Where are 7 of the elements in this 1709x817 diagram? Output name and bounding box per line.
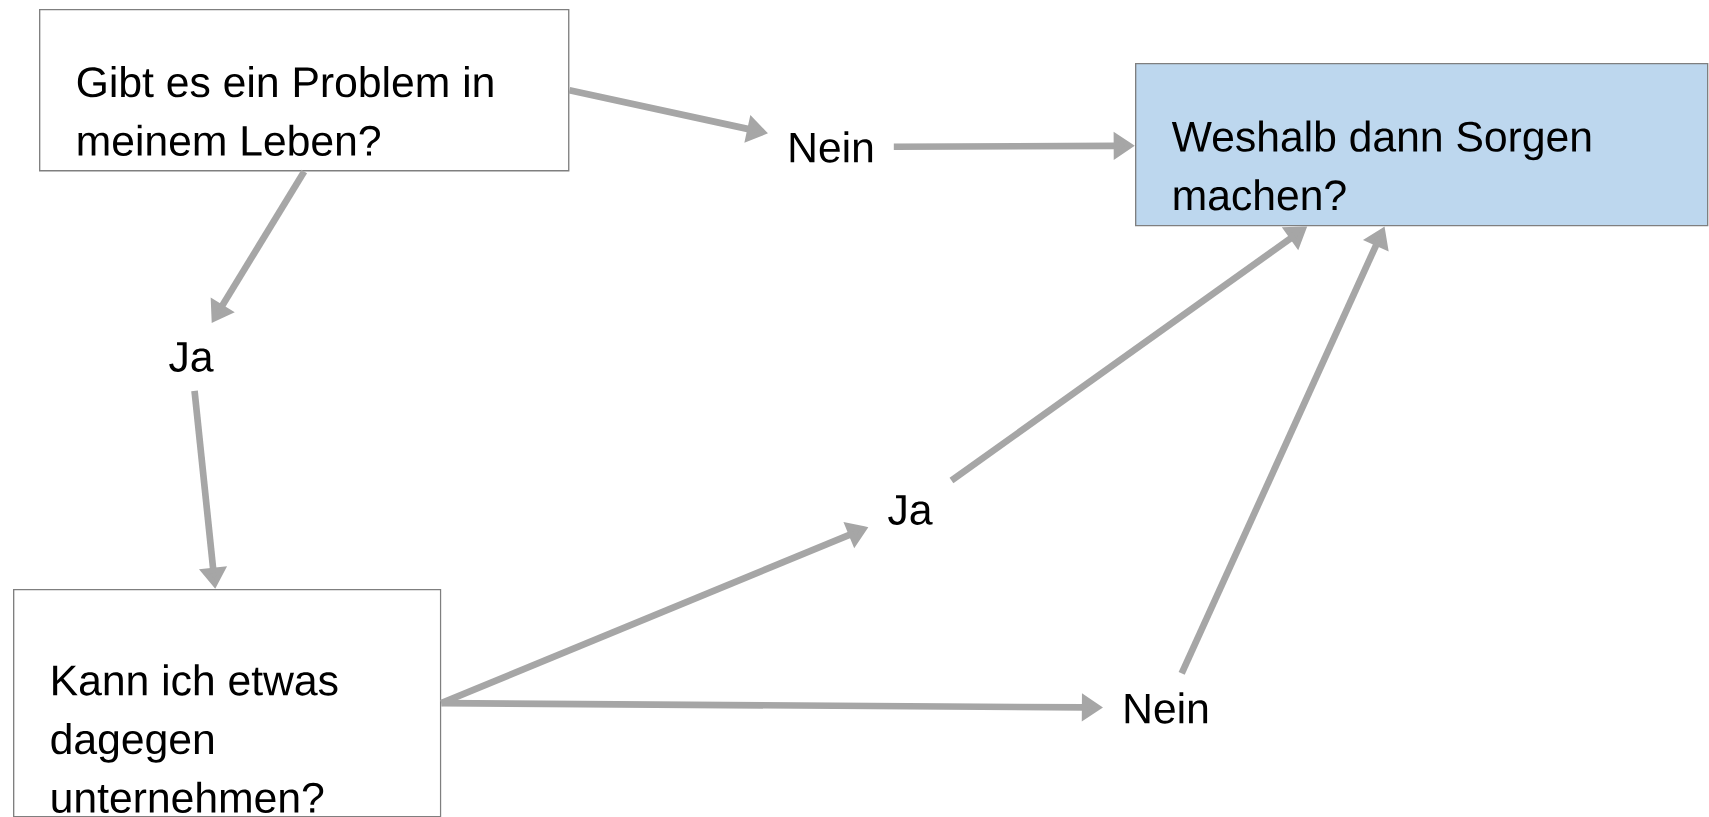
process-box: Weshalb dann Sorgen machen? [1135, 63, 1709, 227]
answer-label: Nein [790, 131, 873, 163]
answer-label: Nein [1125, 692, 1208, 724]
answer-label: Ja [888, 495, 933, 525]
process-box: Gibt es ein Problem in meinem Leben? [39, 9, 570, 172]
process-box: Kann ich etwas dagegen unternehmen? [13, 589, 442, 817]
answer-label: Ja [169, 342, 214, 372]
